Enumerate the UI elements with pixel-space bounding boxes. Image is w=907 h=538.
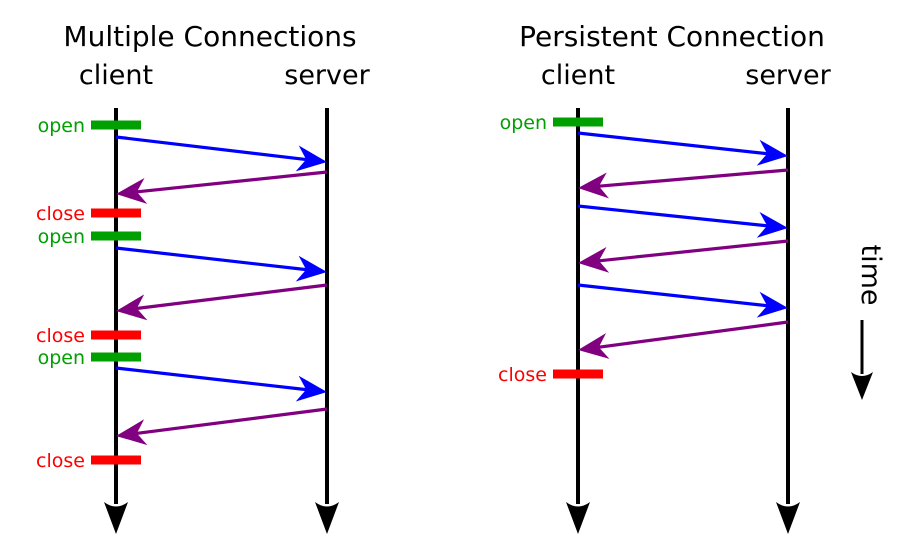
message-response-persistent-connection-3-shaft xyxy=(594,239,789,263)
time-axis: time xyxy=(851,244,886,400)
message-request-persistent-connection-4 xyxy=(577,283,788,318)
event-label-open-multiple-connections-2: open xyxy=(38,226,85,248)
event-label-close-multiple-connections-3: close xyxy=(36,325,85,347)
message-request-multiple-connections-0-arrowhead xyxy=(295,145,327,172)
message-response-multiple-connections-5-arrowhead xyxy=(116,419,148,446)
message-request-persistent-connection-0-arrowhead xyxy=(756,139,788,166)
message-response-multiple-connections-5-shaft xyxy=(132,407,328,436)
message-request-multiple-connections-2-shaft xyxy=(115,246,311,272)
time-axis-label: time xyxy=(855,244,886,305)
panel-persistent-connection: Persistent Connection client server open clo… xyxy=(498,20,832,534)
message-response-persistent-connection-5 xyxy=(578,320,789,359)
message-request-multiple-connections-2 xyxy=(115,246,327,282)
panel-title-multiple-connections: Multiple Connections xyxy=(63,20,356,53)
message-response-persistent-connection-5-shaft xyxy=(594,320,789,350)
lifeline-client-persistent-connection xyxy=(566,108,590,534)
message-response-persistent-connection-3-arrowhead xyxy=(578,246,610,273)
message-request-multiple-connections-4-arrowhead xyxy=(295,375,327,402)
message-request-multiple-connections-4-shaft xyxy=(115,366,311,392)
event-label-close-multiple-connections-5: close xyxy=(36,450,85,472)
message-request-multiple-connections-0-shaft xyxy=(115,135,311,162)
message-request-multiple-connections-2-arrowhead xyxy=(295,255,327,282)
message-request-persistent-connection-4-arrowhead xyxy=(756,291,788,318)
message-request-persistent-connection-0 xyxy=(577,131,788,166)
actor-label-client-multiple-connections: client xyxy=(79,60,153,91)
event-label-close-multiple-connections-1: close xyxy=(36,203,85,225)
message-request-persistent-connection-4-shaft xyxy=(577,283,772,308)
message-response-persistent-connection-1 xyxy=(578,168,789,199)
message-response-persistent-connection-5-arrowhead xyxy=(578,333,610,359)
message-response-persistent-connection-3 xyxy=(578,239,789,273)
message-request-multiple-connections-0 xyxy=(115,135,327,172)
message-request-multiple-connections-4 xyxy=(115,366,327,402)
message-response-persistent-connection-1-shaft xyxy=(594,168,789,189)
lifeline-client-multiple-connections-arrowhead xyxy=(104,502,128,534)
lifeline-client-persistent-connection-arrowhead xyxy=(566,502,590,534)
event-label-open-multiple-connections-4: open xyxy=(38,347,85,369)
lifeline-server-multiple-connections xyxy=(315,108,339,534)
lifeline-server-persistent-connection-arrowhead xyxy=(776,502,800,534)
lifeline-server-multiple-connections-arrowhead xyxy=(315,502,339,534)
lifeline-server-persistent-connection xyxy=(776,108,800,534)
message-response-multiple-connections-1-arrowhead xyxy=(116,177,148,204)
message-request-persistent-connection-2 xyxy=(577,204,788,238)
message-request-persistent-connection-0-shaft xyxy=(577,131,772,156)
message-response-multiple-connections-3-arrowhead xyxy=(116,294,148,321)
message-response-multiple-connections-1 xyxy=(116,170,328,204)
message-request-persistent-connection-2-shaft xyxy=(577,204,772,228)
panel-title-persistent-connection: Persistent Connection xyxy=(519,20,825,53)
message-response-multiple-connections-5 xyxy=(116,407,328,446)
event-label-open-persistent-connection-0: open xyxy=(500,112,547,134)
event-label-open-multiple-connections-0: open xyxy=(38,115,85,137)
message-response-multiple-connections-3 xyxy=(116,283,328,321)
actor-label-client-persistent-connection: client xyxy=(541,60,615,91)
lifeline-client-multiple-connections xyxy=(104,108,128,534)
actor-label-server-persistent-connection: server xyxy=(745,60,831,91)
message-response-multiple-connections-1-shaft xyxy=(132,170,328,194)
message-request-persistent-connection-2-arrowhead xyxy=(756,211,788,238)
message-response-multiple-connections-3-shaft xyxy=(132,283,328,311)
time-axis-arrowhead xyxy=(851,372,873,400)
actor-label-server-multiple-connections: server xyxy=(284,60,370,91)
message-response-persistent-connection-1-arrowhead xyxy=(578,172,610,199)
event-label-close-persistent-connection-1: close xyxy=(498,364,547,386)
